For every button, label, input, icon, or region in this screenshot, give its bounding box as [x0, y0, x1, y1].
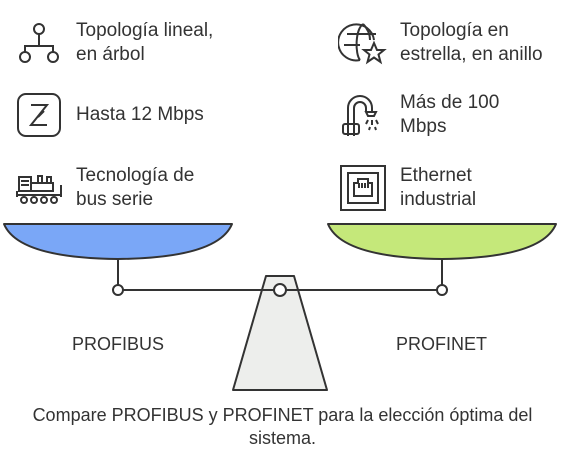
zigzag-signal-icon: [14, 90, 64, 140]
caption: Compare PROFIBUS y PROFINET para la elec…: [32, 405, 533, 448]
left-side-label: PROFIBUS: [72, 334, 165, 354]
right-item-topology: Topología en estrella, en anillo: [338, 18, 543, 68]
left-item-speed: Hasta 12 Mbps: [14, 90, 204, 140]
left-item-topology: Topología lineal, en árbol: [14, 18, 213, 68]
right-item-label: Más de 100 Mbps: [400, 92, 500, 137]
locomotive-icon: [14, 163, 64, 213]
globe-star-icon: [338, 18, 388, 68]
right-item-technology: Ethernet industrial: [338, 163, 476, 213]
scale-stand: [232, 275, 328, 391]
right-item-label: Topología en estrella, en anillo: [400, 20, 543, 65]
right-item-speed: Más de 100 Mbps: [338, 90, 499, 140]
balance-scale: [3, 223, 557, 391]
tree-topology-icon: [14, 18, 64, 68]
left-item-technology: Tecnología de bus serie: [14, 163, 194, 213]
left-pan: [3, 223, 233, 260]
right-beam-end: [436, 284, 448, 296]
right-side-label: PROFINET: [396, 334, 488, 354]
left-beam-end: [112, 284, 124, 296]
shower-faucet-icon: [338, 90, 388, 140]
left-item-label: Hasta 12 Mbps: [76, 104, 204, 125]
scale-pivot: [273, 283, 287, 297]
right-item-label: Ethernet industrial: [400, 165, 477, 210]
right-pan: [327, 223, 557, 260]
left-item-label: Topología lineal, en árbol: [76, 20, 214, 65]
ethernet-port-icon: [338, 163, 388, 213]
left-item-label: Tecnología de bus serie: [76, 165, 195, 210]
